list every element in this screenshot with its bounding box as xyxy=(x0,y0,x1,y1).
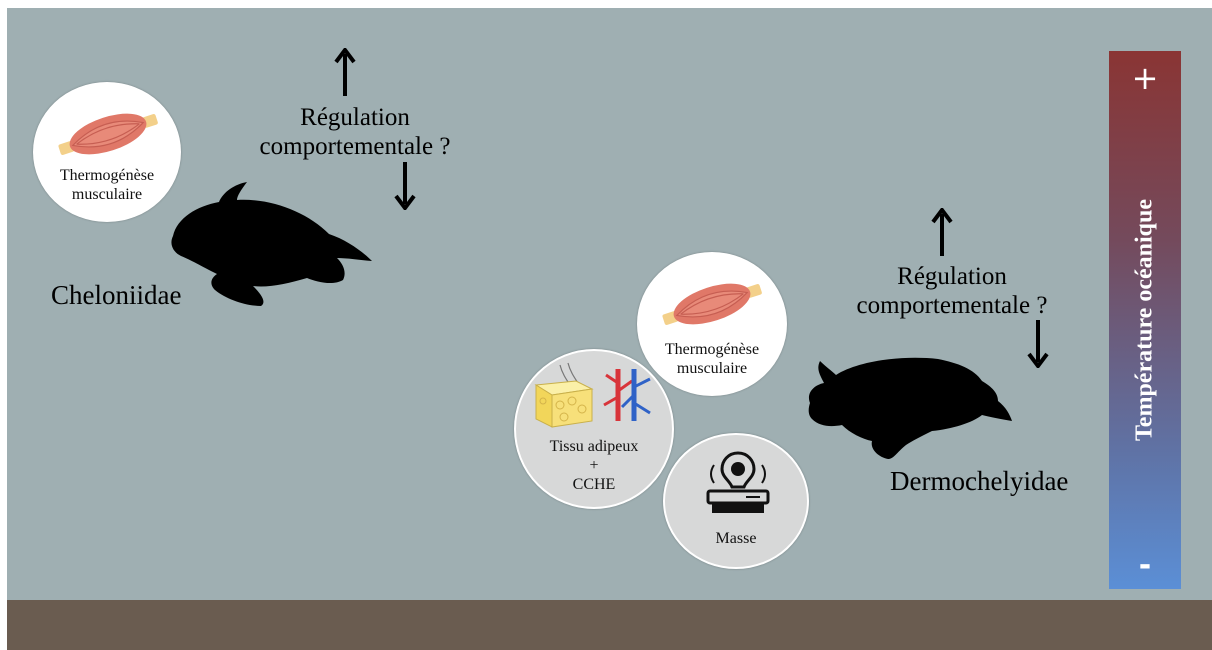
cheloniidae-turtle-silhouette xyxy=(171,182,372,306)
mass-label: Masse xyxy=(715,530,757,547)
arrow-down-icon xyxy=(394,162,416,210)
arrow-down-icon xyxy=(1027,320,1049,368)
scale-high-marker: + xyxy=(1131,59,1159,97)
arrow-up-icon xyxy=(334,48,356,96)
adipose-tissue-label: Tissu adipeux + CCHE xyxy=(549,438,639,493)
mass-circle: Masse xyxy=(663,433,809,569)
adipose-tissue-circle: Tissu adipeux + CCHE xyxy=(514,349,674,509)
behavioral-regulation-label-dermochelyidae: Régulation comportementale ? xyxy=(856,263,1048,319)
muscle-icon xyxy=(58,113,158,155)
muscle-thermogenesis-circle-cheloniidae: Thermogénèse musculaire xyxy=(33,82,181,222)
muscle-thermogenesis-label: Thermogénèse musculaire xyxy=(59,167,155,203)
muscle-thermogenesis-label: Thermogénèse musculaire xyxy=(664,341,760,377)
arrow-up-icon xyxy=(931,208,953,256)
scale-title: Température océanique xyxy=(1131,199,1158,441)
family-label-cheloniidae: Cheloniidae xyxy=(51,280,182,310)
blood-vessels-icon xyxy=(603,369,651,421)
ocean-temperature-scale: + Température océanique - xyxy=(1109,51,1181,589)
behavioral-regulation-label-cheloniidae: Régulation comportementale ? xyxy=(259,104,451,160)
adipose-tissue-icon xyxy=(534,362,594,428)
weight-icon xyxy=(706,451,770,513)
seabed xyxy=(7,600,1212,650)
muscle-thermogenesis-circle-dermochelyidae: Thermogénèse musculaire xyxy=(637,252,787,396)
scale-low-marker: - xyxy=(1138,548,1152,583)
dermochelyidae-turtle-silhouette xyxy=(808,357,1012,459)
family-label-dermochelyidae: Dermochelyidae xyxy=(890,466,1069,496)
diagram-scene: Thermogénèse musculaire Régulation compo… xyxy=(7,8,1212,650)
muscle-icon xyxy=(662,283,762,325)
